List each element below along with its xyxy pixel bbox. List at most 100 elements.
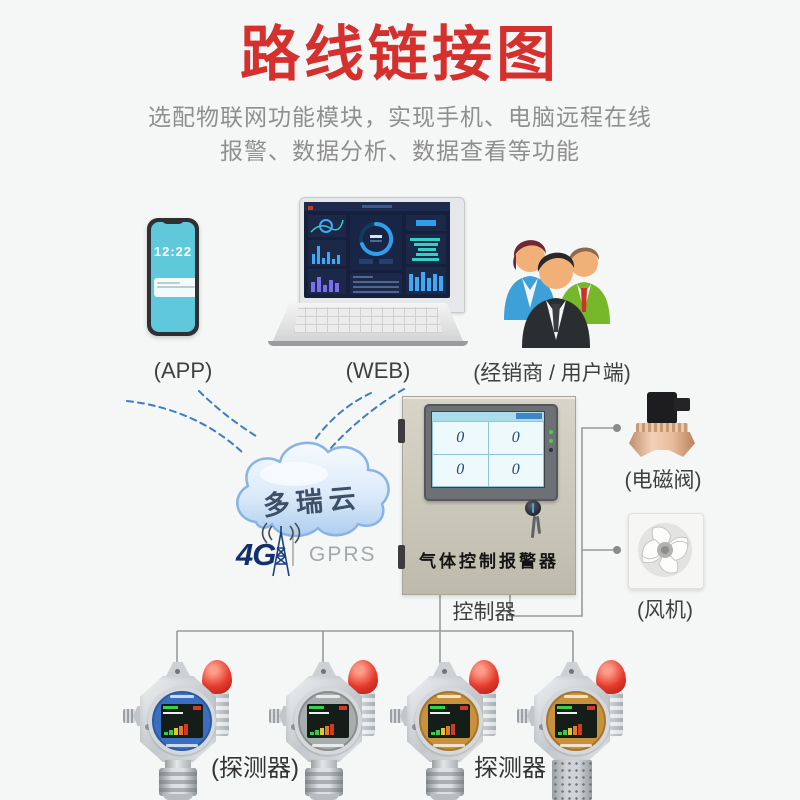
antenna-icon xyxy=(261,522,301,577)
controller-label: 控制器 xyxy=(452,601,516,624)
cloud-platform: 多瑞云 xyxy=(224,430,400,550)
channel-value: 0 xyxy=(488,454,543,486)
perforated-sensor-cylinder xyxy=(552,760,592,800)
gas-detector-2 xyxy=(269,660,379,800)
phone-notch xyxy=(162,218,184,224)
detector-face xyxy=(542,687,610,755)
user-black xyxy=(522,252,590,348)
hinge-icon xyxy=(398,419,405,443)
controller-screen-bezel: 0 0 0 0 xyxy=(424,404,558,501)
badge-4g: 4G xyxy=(236,537,276,572)
users-label: (经销商 / 用户端) xyxy=(473,362,631,385)
gas-detector-4 xyxy=(517,660,627,800)
gas-detector-1 xyxy=(123,660,233,800)
users-group-icon xyxy=(504,240,610,348)
laptop-bottom-edge xyxy=(268,341,468,346)
sensor-neck xyxy=(165,760,191,770)
controller-touchscreen: 0 0 0 0 xyxy=(431,411,545,488)
link-cloud-to-web xyxy=(198,390,260,439)
key-lock-icon xyxy=(525,500,541,516)
page-subtitle: 选配物联网功能模块，实现手机、电脑远程在线 报警、数据分析、数据查看等功能 xyxy=(0,100,800,168)
valve-flange xyxy=(636,423,688,433)
detector-display xyxy=(307,704,349,738)
sensor-cap xyxy=(163,794,193,800)
subtitle-line-1: 选配物联网功能模块，实现手机、电脑远程在线 xyxy=(148,104,652,130)
phone-clock: 12:22 xyxy=(153,244,193,259)
exhaust-fan-icon xyxy=(628,513,704,589)
detector-face xyxy=(148,687,216,755)
gas-detector-3 xyxy=(390,660,500,800)
solenoid-valve-icon xyxy=(628,392,696,458)
cable-gland xyxy=(517,709,529,723)
user-blue xyxy=(504,240,556,320)
face-caption xyxy=(560,744,592,747)
cable-gland xyxy=(269,709,281,723)
sensor-cap xyxy=(309,794,339,800)
hinge-icon xyxy=(398,545,405,569)
detector-display xyxy=(428,704,470,738)
status-leds xyxy=(549,430,553,452)
fan-node-dot xyxy=(613,546,621,554)
face-caption xyxy=(437,695,461,698)
sensor-cylinder xyxy=(305,768,343,796)
detector-label-right: 探测器 xyxy=(474,755,546,782)
alarm-beacon-icon xyxy=(348,660,378,694)
gas-controller-box: 0 0 0 0 气体控制报警器 xyxy=(398,396,576,595)
fan-label: (风机) xyxy=(637,599,693,622)
detector-display xyxy=(161,704,203,738)
mount-tab xyxy=(165,662,191,678)
valve-body xyxy=(629,432,695,457)
detector-face xyxy=(294,687,362,755)
screen-status-bar xyxy=(432,412,544,421)
valve-coil xyxy=(647,392,677,424)
sensor-cap xyxy=(430,794,460,800)
face-caption xyxy=(166,744,198,747)
sensor-neck xyxy=(311,760,337,770)
face-caption xyxy=(170,695,194,698)
controller-detector-bus xyxy=(176,593,574,664)
valve-node-dot xyxy=(613,424,621,432)
detector-face xyxy=(415,687,483,755)
phone-screen: 12:22 xyxy=(151,222,195,332)
phone-notification xyxy=(154,278,195,297)
controller-output-lines xyxy=(509,427,613,617)
cable-gland xyxy=(123,709,135,723)
cable-gland xyxy=(390,709,402,723)
alarm-beacon-icon xyxy=(202,660,232,694)
channel-value: 0 xyxy=(433,422,488,454)
alarm-beacon-icon xyxy=(469,660,499,694)
laptop-screen xyxy=(299,197,465,313)
link-cloud-to-app xyxy=(126,400,244,454)
app-label: (APP) xyxy=(153,358,213,383)
cloud-icon xyxy=(236,441,390,537)
detector-display xyxy=(555,704,597,738)
mount-tab xyxy=(311,662,337,678)
valve-label: (电磁阀) xyxy=(624,469,702,492)
channel-value: 0 xyxy=(433,454,488,486)
page-title: 路线链接图 xyxy=(240,21,560,88)
keys-icon xyxy=(530,515,542,542)
screen-channel-grid: 0 0 0 0 xyxy=(432,421,544,487)
face-caption xyxy=(312,744,344,747)
smartphone: 12:22 xyxy=(147,218,199,336)
face-caption xyxy=(564,695,588,698)
cloud-dashed-links xyxy=(126,388,405,454)
valve-connector xyxy=(674,398,690,411)
link-cloud-to-users xyxy=(313,392,372,442)
sensor-cylinder xyxy=(159,768,197,796)
sensor-neck xyxy=(432,760,458,770)
controller-panel-text: 气体控制报警器 xyxy=(419,552,559,571)
channel-value: 0 xyxy=(488,422,543,454)
web-label: (WEB) xyxy=(345,358,411,383)
alarm-beacon-icon xyxy=(596,660,626,694)
user-green xyxy=(558,247,610,324)
link-cloud-to-controller xyxy=(330,388,405,449)
face-caption xyxy=(316,695,340,698)
mount-tab xyxy=(432,662,458,678)
subtitle-line-2: 报警、数据分析、数据查看等功能 xyxy=(220,138,580,164)
sensor-cylinder xyxy=(426,768,464,796)
fan-blades xyxy=(638,523,692,577)
detector-label-left: (探测器) xyxy=(211,755,299,782)
web-dashboard xyxy=(304,202,450,298)
